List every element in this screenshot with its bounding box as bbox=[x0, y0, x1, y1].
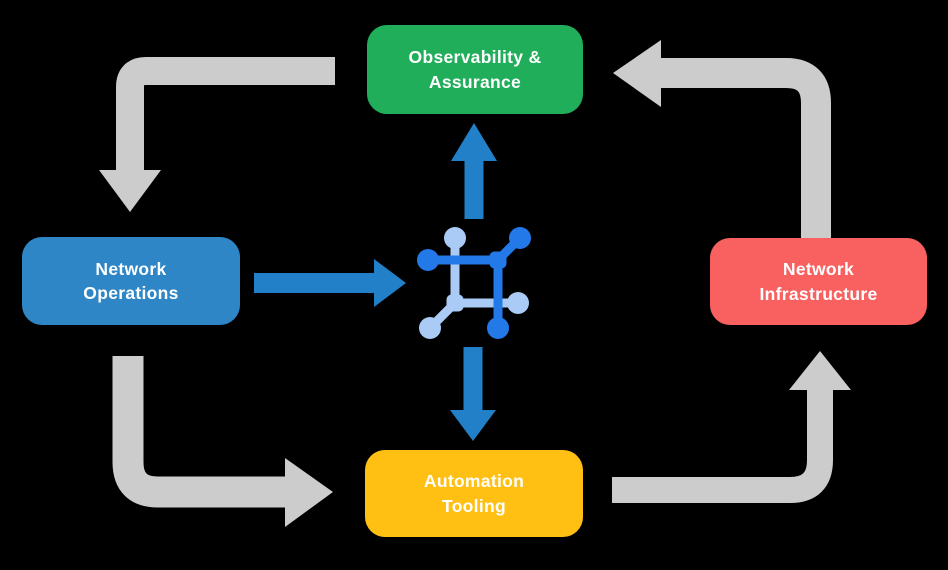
node-label-automation: Automation Tooling bbox=[423, 471, 525, 516]
node-label-observability: Observability & Assurance bbox=[408, 47, 542, 92]
node-network-infrastructure: Network Infrastructure bbox=[710, 238, 927, 325]
node-automation-tooling: Automation Tooling bbox=[365, 450, 583, 537]
node-label-operations: Network Operations bbox=[83, 258, 179, 303]
arrow-automation-to-infrastructure bbox=[612, 351, 851, 503]
node-observability-assurance: Observability & Assurance bbox=[367, 25, 583, 114]
arrow-center-to-observability bbox=[451, 123, 497, 219]
arrow-operations-to-automation bbox=[112, 356, 333, 527]
node-network-operations: Network Operations bbox=[22, 237, 240, 325]
arrow-infrastructure-to-observability bbox=[613, 40, 831, 240]
arrow-operations-to-center bbox=[254, 259, 406, 307]
network-mesh-icon bbox=[417, 227, 531, 339]
node-label-infrastructure: Network Infrastructure bbox=[759, 259, 878, 304]
arrow-observability-to-operations bbox=[99, 57, 335, 212]
arrow-center-to-automation bbox=[450, 347, 496, 441]
